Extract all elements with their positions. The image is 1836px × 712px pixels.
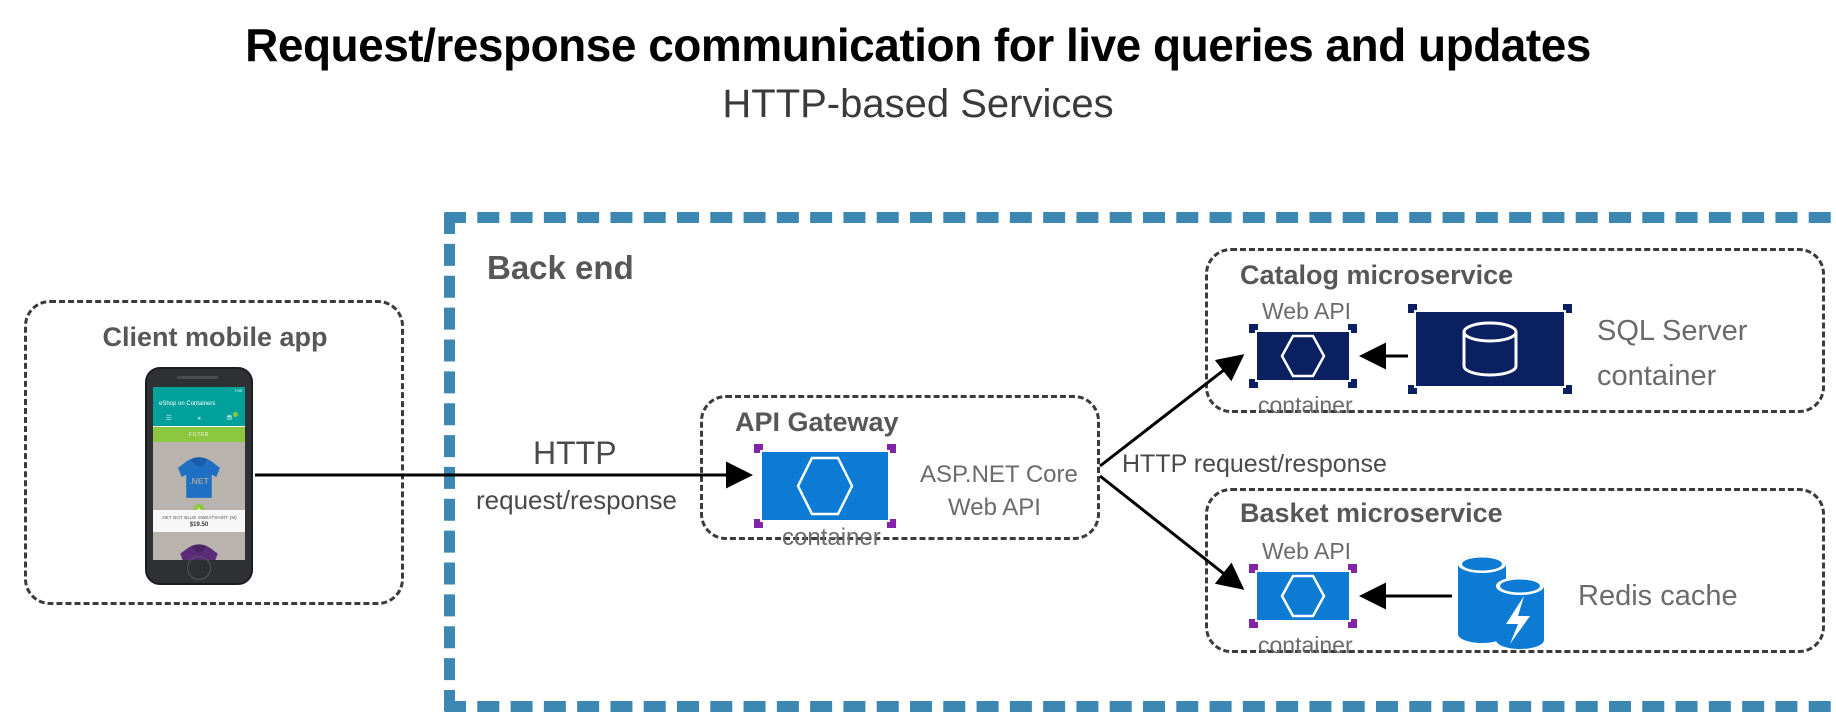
redis-cache-label: Redis cache xyxy=(1578,580,1738,612)
basket-microservice-title: Basket microservice xyxy=(1240,498,1503,528)
database-cylinder-icon xyxy=(1462,321,1518,377)
status-time: 7:59 xyxy=(234,388,242,393)
bracket-top-left xyxy=(754,444,763,453)
catalog-webapi-label: Web API xyxy=(1262,298,1352,324)
product-image-secondary xyxy=(153,532,245,560)
client-mobile-app-title: Client mobile app xyxy=(102,322,328,352)
filter-button[interactable]: FILTER xyxy=(153,427,245,442)
sql-server-label-line2: container xyxy=(1597,360,1717,392)
product-name: .NET BOT BLUE SWEATSHIRT (M) xyxy=(153,510,245,522)
basket-webapi-label: Web API xyxy=(1262,538,1352,564)
bracket-top-left xyxy=(1408,304,1417,313)
api-gateway-tech-line2: Web API xyxy=(948,494,1041,521)
api-gateway-group xyxy=(700,395,1100,540)
api-gateway-container-caption: container xyxy=(782,524,881,551)
phone-camera-icon xyxy=(177,376,180,379)
catalog-container-caption: container xyxy=(1258,392,1353,418)
bracket-top-right xyxy=(1348,324,1357,333)
hoodie-purple-icon xyxy=(180,544,218,560)
bracket-bottom-right xyxy=(887,519,896,528)
app-title-bar: eShop on Containers xyxy=(153,396,245,411)
bracket-bottom-right xyxy=(1563,385,1572,394)
add-to-cart-icon[interactable]: + xyxy=(193,504,205,510)
edge-label-http-request-response: HTTP request/response xyxy=(1122,450,1387,478)
hoodie-blue-icon: .NET xyxy=(178,457,220,498)
catalog-container-icon xyxy=(1249,324,1357,388)
backend-label: Back end xyxy=(487,249,634,286)
cart-badge xyxy=(233,412,238,417)
app-status-bar: 7:59 xyxy=(153,387,245,396)
bracket-top-left xyxy=(1249,324,1258,333)
bracket-top-right xyxy=(887,444,896,453)
hexagon-icon xyxy=(1280,574,1326,618)
bracket-top-left xyxy=(1249,564,1258,573)
basket-container-caption: container xyxy=(1258,632,1353,658)
svg-text:.NET: .NET xyxy=(189,476,209,486)
api-gateway-tech-line1: ASP.NET Core xyxy=(920,461,1078,488)
bracket-top-right xyxy=(1563,304,1572,313)
api-gateway-container-icon xyxy=(754,444,896,528)
page-subtitle: HTTP-based Services xyxy=(722,82,1114,126)
basket-container-icon xyxy=(1249,564,1357,628)
catalog-microservice-title: Catalog microservice xyxy=(1240,260,1514,290)
sql-server-label-line1: SQL Server xyxy=(1597,315,1748,347)
product-price: $19.50 xyxy=(153,522,245,532)
edge-label-http: HTTP xyxy=(533,435,617,471)
profile-icon[interactable]: ⚹ xyxy=(197,415,202,422)
bracket-bottom-left xyxy=(1249,379,1258,388)
client-mobile-app-group xyxy=(24,300,404,605)
bracket-bottom-right xyxy=(1348,619,1357,628)
bracket-bottom-right xyxy=(1348,379,1357,388)
bracket-top-right xyxy=(1348,564,1357,573)
mobile-phone-mockup: 7:59 eShop on Containers ☰ ⚹ ⛃ FILTER .N… xyxy=(145,367,253,585)
bracket-bottom-left xyxy=(1408,385,1417,394)
page-title: Request/response communication for live … xyxy=(245,19,1591,71)
bracket-bottom-left xyxy=(754,519,763,528)
hamburger-icon[interactable]: ☰ xyxy=(165,415,172,422)
hexagon-icon xyxy=(1280,334,1326,378)
phone-home-button[interactable] xyxy=(187,556,211,580)
sql-server-container-icon xyxy=(1408,304,1572,394)
product-image: .NET + xyxy=(153,442,245,510)
edge-label-request-response: request/response xyxy=(476,485,677,515)
phone-speaker-icon xyxy=(180,376,218,379)
diagram-canvas: Request/response communication for live … xyxy=(24,19,1836,712)
bracket-bottom-left xyxy=(1249,619,1258,628)
app-tab-bar: ☰ ⚹ ⛃ xyxy=(153,411,245,427)
catalog-microservice-group xyxy=(1205,248,1825,413)
cart-icon[interactable]: ⛃ xyxy=(226,415,233,422)
redis-cache-icon xyxy=(1458,555,1544,649)
api-gateway-title: API Gateway xyxy=(735,407,899,437)
hexagon-icon xyxy=(796,456,854,516)
phone-screen: 7:59 eShop on Containers ☰ ⚹ ⛃ FILTER .N… xyxy=(153,387,245,560)
